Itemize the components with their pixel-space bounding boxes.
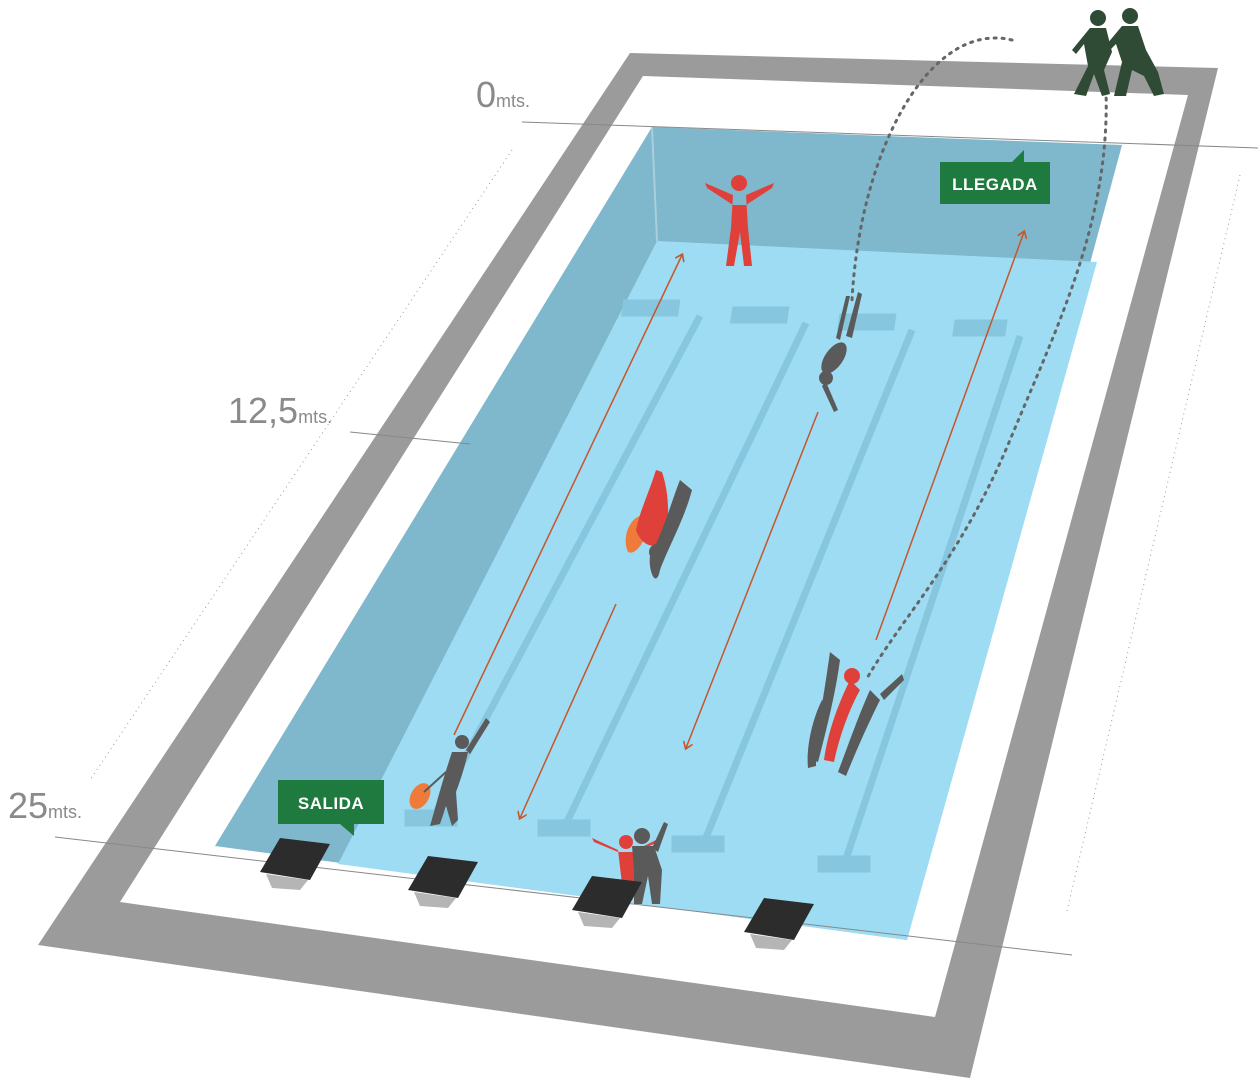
runner-icon bbox=[1072, 8, 1164, 96]
distance-value: 0 bbox=[476, 74, 496, 115]
distance-unit: mts. bbox=[496, 91, 530, 111]
arrow-down-lane3 bbox=[686, 411, 819, 748]
distance-unit: mts. bbox=[298, 407, 332, 427]
finish-tag: LLEGADA bbox=[940, 150, 1050, 204]
starting-block-icon bbox=[260, 838, 330, 890]
arrow-down-lane2 bbox=[520, 603, 617, 818]
swimmer-rescue-pair bbox=[625, 470, 692, 579]
distance-unit: mts. bbox=[48, 802, 82, 822]
distance-marker-25: 25mts. bbox=[8, 785, 82, 826]
swimmer-icon bbox=[819, 292, 862, 412]
route-arrows bbox=[453, 232, 1024, 818]
arrow-up-right bbox=[875, 232, 1024, 641]
distance-marker-12-5: 12,5mts. bbox=[228, 390, 332, 431]
start-tag-label: SALIDA bbox=[298, 794, 364, 813]
starting-block-icon bbox=[572, 876, 642, 928]
finish-tag-label: LLEGADA bbox=[952, 175, 1038, 194]
rescue-route-path bbox=[864, 88, 1108, 682]
distance-marker-0: 0mts. bbox=[476, 74, 530, 115]
swimmer-with-float bbox=[409, 718, 490, 826]
pool-floor bbox=[338, 241, 1097, 940]
svg-text:25mts.: 25mts. bbox=[8, 785, 82, 826]
starting-block-icon bbox=[744, 898, 814, 950]
pool-corner-edge bbox=[651, 126, 658, 242]
starting-block-icon bbox=[408, 856, 478, 908]
start-tag: SALIDA bbox=[278, 780, 384, 836]
distance-value: 25 bbox=[8, 785, 48, 826]
arrow-up-left bbox=[453, 255, 682, 736]
start-wall-figures bbox=[592, 822, 668, 904]
exit-route-path bbox=[850, 36, 1014, 302]
distance-value: 12,5 bbox=[228, 390, 298, 431]
lifeguard-icon bbox=[705, 175, 774, 266]
swimmer-group bbox=[807, 652, 904, 776]
svg-text:12,5mts.: 12,5mts. bbox=[228, 390, 332, 431]
svg-text:0mts.: 0mts. bbox=[476, 74, 530, 115]
